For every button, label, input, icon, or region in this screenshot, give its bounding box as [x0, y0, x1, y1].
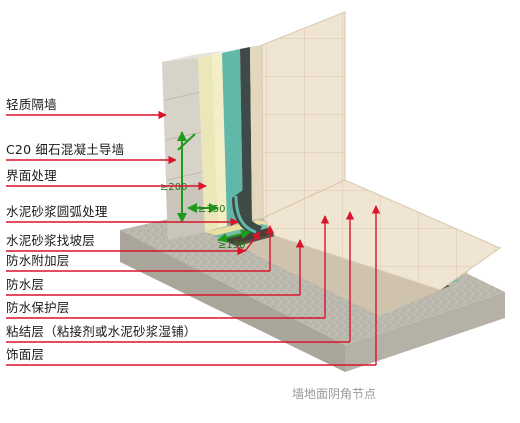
mortar-fillet: [232, 190, 262, 236]
label-partition-wall: 轻质隔墙: [6, 97, 57, 112]
figure-caption: 墙地面阴角节点: [292, 387, 377, 401]
label-bonding-layer: 粘结层（粘接剂或水泥砂浆湿铺）: [6, 324, 197, 339]
dimension-markers: ≥200 ≥150 ≥150: [160, 131, 251, 251]
label-protection-layer: 防水保护层: [6, 300, 70, 315]
label-waterproof-layer: 防水层: [6, 277, 45, 292]
label-mortar-arc: 水泥砂浆圆弧处理: [6, 204, 108, 219]
label-additional-waterproof: 防水附加层: [6, 253, 70, 268]
label-finish-layer: 饰面层: [6, 347, 45, 362]
dim-wall-width: ≥150: [198, 204, 225, 215]
dim-wall-height: ≥200: [160, 182, 187, 193]
leader-slope-layer: [244, 231, 261, 252]
dim-floor-width: ≥150: [218, 240, 245, 251]
wall-layers: [198, 45, 263, 232]
leader-lines: [6, 110, 381, 366]
label-slope-layer: 水泥砂浆找坡层: [6, 233, 95, 248]
label-c20-guide-wall: C20 细石混凝土导墙: [6, 142, 125, 157]
label-interface-treatment: 界面处理: [6, 168, 57, 183]
